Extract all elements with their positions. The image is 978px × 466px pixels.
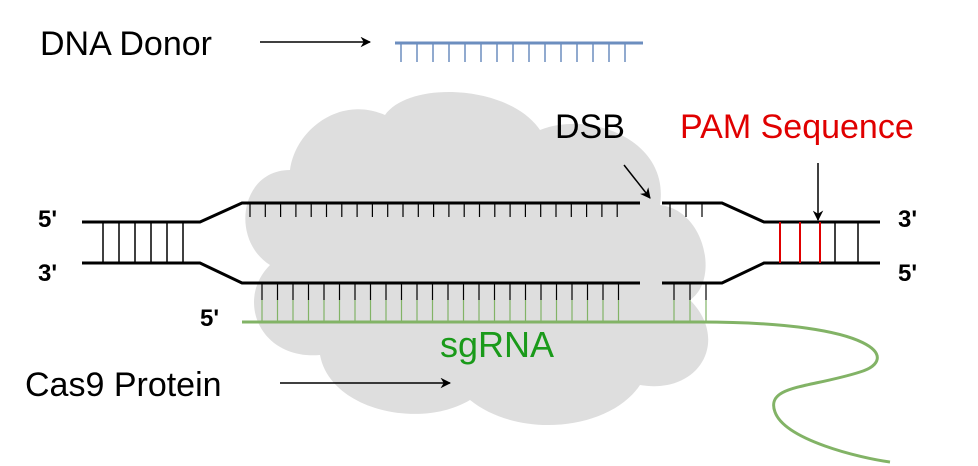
left-base-pairs [102,222,184,263]
bottom-dna-strand-right [662,261,880,285]
bottom-right-end-label: 5' [898,260,917,287]
pam-base-pairs [779,222,821,263]
top-dna-strand-right [662,201,880,224]
top-strand-ticks [249,203,703,217]
pam-sequence-label: PAM Sequence [680,108,914,146]
top-dna-strand [82,201,640,224]
sgrna-end-label: 5' [200,305,219,332]
sgrna-pairing-ticks [261,300,707,322]
right-base-pairs [834,222,859,263]
bottom-left-end-label: 3' [38,260,57,287]
bottom-strand-ticks [261,283,707,300]
dna-donor-label: DNA Donor [40,25,212,63]
top-left-end-label: 5' [38,206,57,233]
cas9-protein-cloud [245,92,709,426]
dsb-label: DSB [555,108,625,146]
dsb-arrow [623,164,651,199]
sgrna-strand [242,320,891,464]
cas9-protein-label: Cas9 Protein [25,366,222,404]
sgrna-label: sgRNA [440,324,554,365]
top-right-end-label: 3' [898,206,917,233]
dna-donor [395,41,643,62]
bottom-dna-strand [82,261,640,285]
